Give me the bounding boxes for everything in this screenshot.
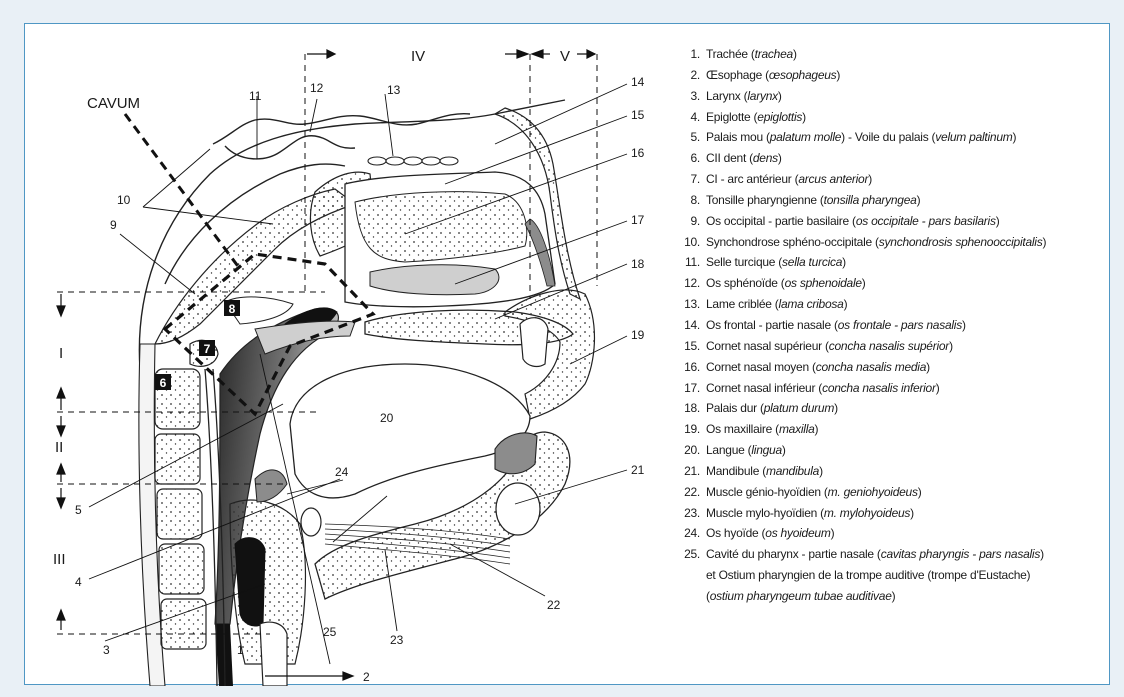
legend-item: 10.Synchondrose sphéno-occipitale (synch…	[682, 232, 1102, 253]
epiglottis	[255, 470, 287, 502]
box-marker-8: 8	[224, 300, 240, 316]
legend-item: 12.Os sphénoïde (os sphenoidale)	[682, 273, 1102, 294]
zone-label-iii: III	[53, 551, 66, 568]
legend-item: 2.Œsophage (œsophageus)	[682, 65, 1102, 86]
callout-4: 4	[75, 575, 82, 589]
legend-item-continuation-latin: (ostium pharyngeum tubae auditivae)	[682, 586, 1102, 607]
sagittal-section-diagram: 6 7 8	[25, 24, 665, 686]
upper-incisor	[520, 318, 548, 367]
callout-12: 12	[310, 81, 324, 95]
legend-item: 8.Tonsille pharyngienne (tonsilla pharyn…	[682, 190, 1102, 211]
legend-item: 22.Muscle génio-hyoïdien (m. geniohyoide…	[682, 482, 1102, 503]
hyoid-bone	[301, 508, 321, 536]
cribriform-plate	[368, 157, 458, 165]
callout-20: 20	[380, 411, 394, 425]
callout-18: 18	[631, 257, 645, 271]
legend-item: 14.Os frontal - partie nasale (os fronta…	[682, 315, 1102, 336]
legend-item: 20.Langue (lingua)	[682, 440, 1102, 461]
callout-25: 25	[323, 625, 337, 639]
callout-16: 16	[631, 146, 645, 160]
middle-turbinate	[355, 192, 527, 262]
svg-text:7: 7	[204, 342, 211, 356]
callout-10: 10	[117, 193, 131, 207]
legend-item: 17.Cornet nasal inférieur (concha nasali…	[682, 378, 1102, 399]
mandible-symphysis	[496, 483, 540, 535]
legend-item: 5.Palais mou (palatum molle) - Voile du …	[682, 127, 1102, 148]
box-marker-7: 7	[199, 340, 215, 356]
legend-item: 18.Palais dur (platum durum)	[682, 398, 1102, 419]
callout-17: 17	[631, 213, 645, 227]
svg-text:8: 8	[229, 302, 236, 316]
callout-19: 19	[631, 328, 645, 342]
legend-item: 16.Cornet nasal moyen (concha nasalis me…	[682, 357, 1102, 378]
zone-label-i: I	[59, 345, 63, 362]
tongue	[290, 364, 530, 498]
zone-label-v: V	[560, 48, 570, 65]
legend-item-continuation: et Ostium pharyngien de la trompe auditi…	[682, 565, 1102, 586]
figure-frame: 6 7 8	[24, 23, 1110, 685]
vertebral-column	[139, 344, 225, 686]
legend-list: 1.Trachée (trachea) 2.Œsophage (œsophage…	[682, 44, 1102, 607]
legend-item: 7.CI - arc antérieur (arcus anterior)	[682, 169, 1102, 190]
callout-3: 3	[103, 643, 110, 657]
callout-15: 15	[631, 108, 645, 122]
legend-item: 19.Os maxillaire (maxilla)	[682, 419, 1102, 440]
legend-item: 15.Cornet nasal supérieur (concha nasali…	[682, 336, 1102, 357]
legend-item: 6.CII dent (dens)	[682, 148, 1102, 169]
legend-item: 13.Lame criblée (lama cribosa)	[682, 294, 1102, 315]
callout-11: 11	[249, 89, 262, 103]
callout-1: 1	[237, 643, 244, 657]
svg-text:6: 6	[160, 376, 167, 390]
callout-23: 23	[390, 633, 404, 647]
cavum-label: CAVUM	[87, 95, 140, 112]
legend-item: 21.Mandibule (mandibula)	[682, 461, 1102, 482]
legend-item: 3.Larynx (larynx)	[682, 86, 1102, 107]
legend-item: 9.Os occipital - partie basilaire (os oc…	[682, 211, 1102, 232]
legend-item: 24.Os hyoïde (os hyoideum)	[682, 523, 1102, 544]
anatomy-figure: 6 7 8	[25, 24, 665, 686]
box-marker-6: 6	[155, 374, 171, 390]
callout-24: 24	[335, 465, 349, 479]
cavum-pointer-line	[125, 114, 240, 269]
callout-22: 22	[547, 598, 561, 612]
zone-label-iv: IV	[411, 48, 425, 65]
zone-label-ii: II	[55, 439, 63, 456]
callout-9: 9	[110, 218, 117, 232]
callout-2: 2	[363, 670, 370, 684]
legend-item: 11.Selle turcique (sella turcica)	[682, 252, 1102, 273]
legend-item: 4.Epiglotte (epiglottis)	[682, 107, 1102, 128]
vocal-folds-dark	[235, 538, 265, 626]
callout-21: 21	[631, 463, 645, 477]
legend-item: 25.Cavité du pharynx - partie nasale (ca…	[682, 544, 1102, 607]
legend-item: 23.Muscle mylo-hyoïdien (m. mylohyoideus…	[682, 503, 1102, 524]
callout-14: 14	[631, 75, 645, 89]
callout-5: 5	[75, 503, 82, 517]
inferior-turbinate-shade	[370, 265, 499, 295]
legend-item: 1.Trachée (trachea)	[682, 44, 1102, 65]
callout-13: 13	[387, 83, 401, 97]
